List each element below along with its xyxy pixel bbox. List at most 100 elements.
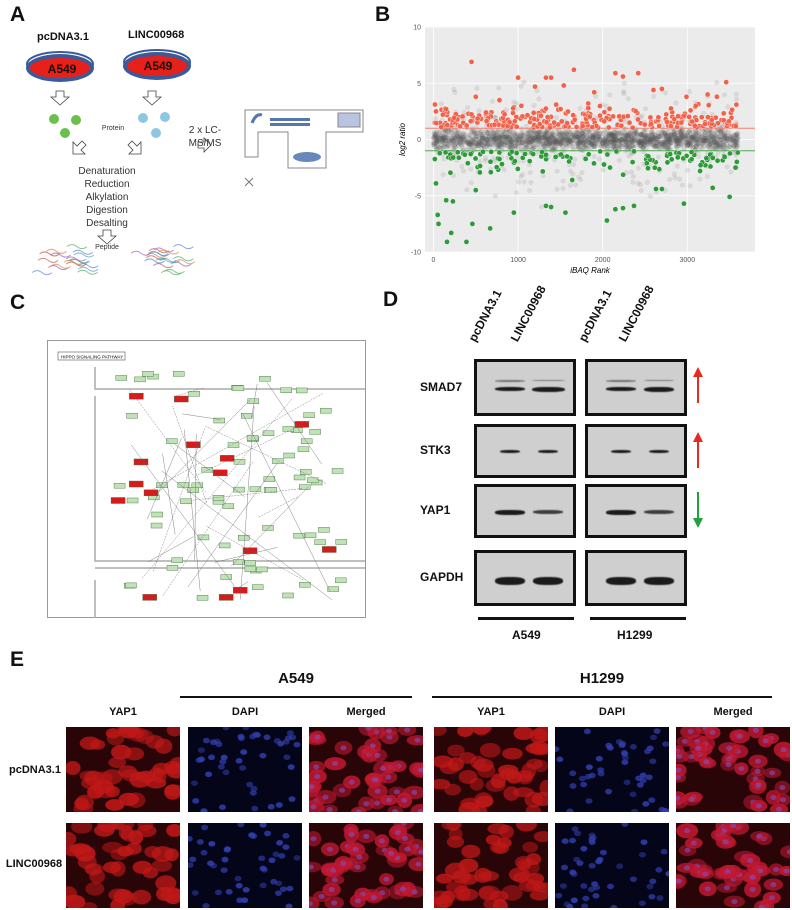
data-point: [677, 135, 683, 141]
step: Denaturation: [78, 166, 136, 177]
data-point: [538, 141, 545, 147]
data-point: [653, 136, 659, 142]
data-point: [432, 143, 438, 149]
data-point: [458, 135, 464, 141]
data-point: [702, 138, 708, 144]
data-point: [567, 130, 574, 137]
data-point-down: [674, 154, 681, 161]
data-point-up: [689, 118, 695, 125]
data-point: [512, 143, 518, 149]
data-point: [713, 142, 719, 148]
data-point: [451, 86, 457, 92]
blot-row-label: YAP1: [420, 503, 451, 517]
data-point: [465, 138, 471, 144]
data-point: [471, 130, 477, 136]
data-point: [564, 132, 570, 139]
data-point-up: [457, 123, 463, 130]
data-point: [443, 134, 450, 140]
protein-band: [644, 386, 674, 392]
data-point: [460, 136, 466, 142]
data-point: [487, 144, 493, 150]
data-point: [711, 138, 718, 145]
data-point: [466, 141, 473, 147]
data-point: [564, 137, 570, 143]
data-point: [554, 135, 560, 141]
data-point: [483, 144, 489, 150]
data-point: [477, 158, 483, 165]
data-point: [734, 132, 740, 138]
data-point: [492, 137, 498, 143]
data-point: [551, 141, 557, 147]
data-point: [722, 145, 728, 151]
data-point: [477, 141, 483, 147]
data-point: [700, 137, 706, 144]
data-point: [593, 137, 600, 143]
data-point: [733, 91, 739, 97]
data-point: [461, 138, 467, 144]
data-point: [523, 145, 529, 151]
data-point: [683, 93, 690, 100]
data-point: [588, 138, 595, 144]
data-point-down: [564, 153, 570, 160]
pathway-edge: [172, 405, 207, 504]
pathway-edge: [251, 383, 258, 419]
data-point: [559, 130, 565, 136]
data-point: [574, 143, 581, 150]
pathway-node: [304, 532, 317, 539]
peptide-squiggle: [148, 248, 170, 254]
panel-e-letter: E: [10, 648, 25, 671]
pathway-edge: [205, 426, 327, 484]
data-point: [592, 136, 598, 142]
data-point: [468, 141, 474, 147]
data-point: [432, 132, 438, 138]
data-point-up: [601, 109, 608, 115]
data-point: [629, 133, 635, 139]
data-point: [600, 138, 606, 144]
data-point: [576, 130, 583, 137]
data-point: [556, 136, 563, 142]
data-point: [684, 136, 690, 142]
data-point: [667, 137, 674, 143]
data-point: [506, 134, 512, 140]
data-point: [535, 134, 541, 140]
data-point: [547, 134, 553, 140]
data-point: [553, 141, 559, 147]
data-point: [707, 139, 713, 145]
data-point: [699, 137, 705, 143]
pathway-title: HIPPO SIGNALING PATHWAY: [61, 355, 123, 360]
data-point: [454, 140, 460, 146]
data-point: [431, 130, 438, 137]
data-point: [496, 133, 502, 139]
data-point: [684, 143, 690, 149]
data-point: [491, 136, 497, 142]
data-point: [714, 141, 720, 147]
data-point: [613, 135, 619, 142]
data-point: [479, 141, 485, 148]
data-point: [630, 179, 636, 185]
data-point: [495, 143, 501, 149]
data-point: [735, 143, 741, 149]
data-point: [484, 137, 490, 143]
data-point: [733, 139, 739, 146]
data-point: [714, 130, 720, 136]
data-point: [610, 137, 616, 143]
data-point: [654, 136, 660, 142]
data-point: [727, 135, 733, 141]
data-point: [599, 134, 605, 140]
data-point: [514, 133, 520, 139]
data-point: [514, 100, 520, 107]
data-point: [685, 167, 691, 173]
data-point: [564, 134, 571, 140]
column-header: DAPI: [598, 706, 626, 718]
data-point: [655, 133, 661, 139]
data-point: [486, 133, 492, 139]
data-point: [553, 139, 559, 145]
data-point: [639, 135, 645, 141]
data-point: [530, 143, 536, 149]
data-point: [696, 140, 702, 146]
data-point: [605, 132, 611, 138]
data-point: [551, 136, 557, 143]
data-point: [718, 142, 724, 148]
data-point: [635, 165, 641, 171]
data-point: [667, 176, 673, 183]
